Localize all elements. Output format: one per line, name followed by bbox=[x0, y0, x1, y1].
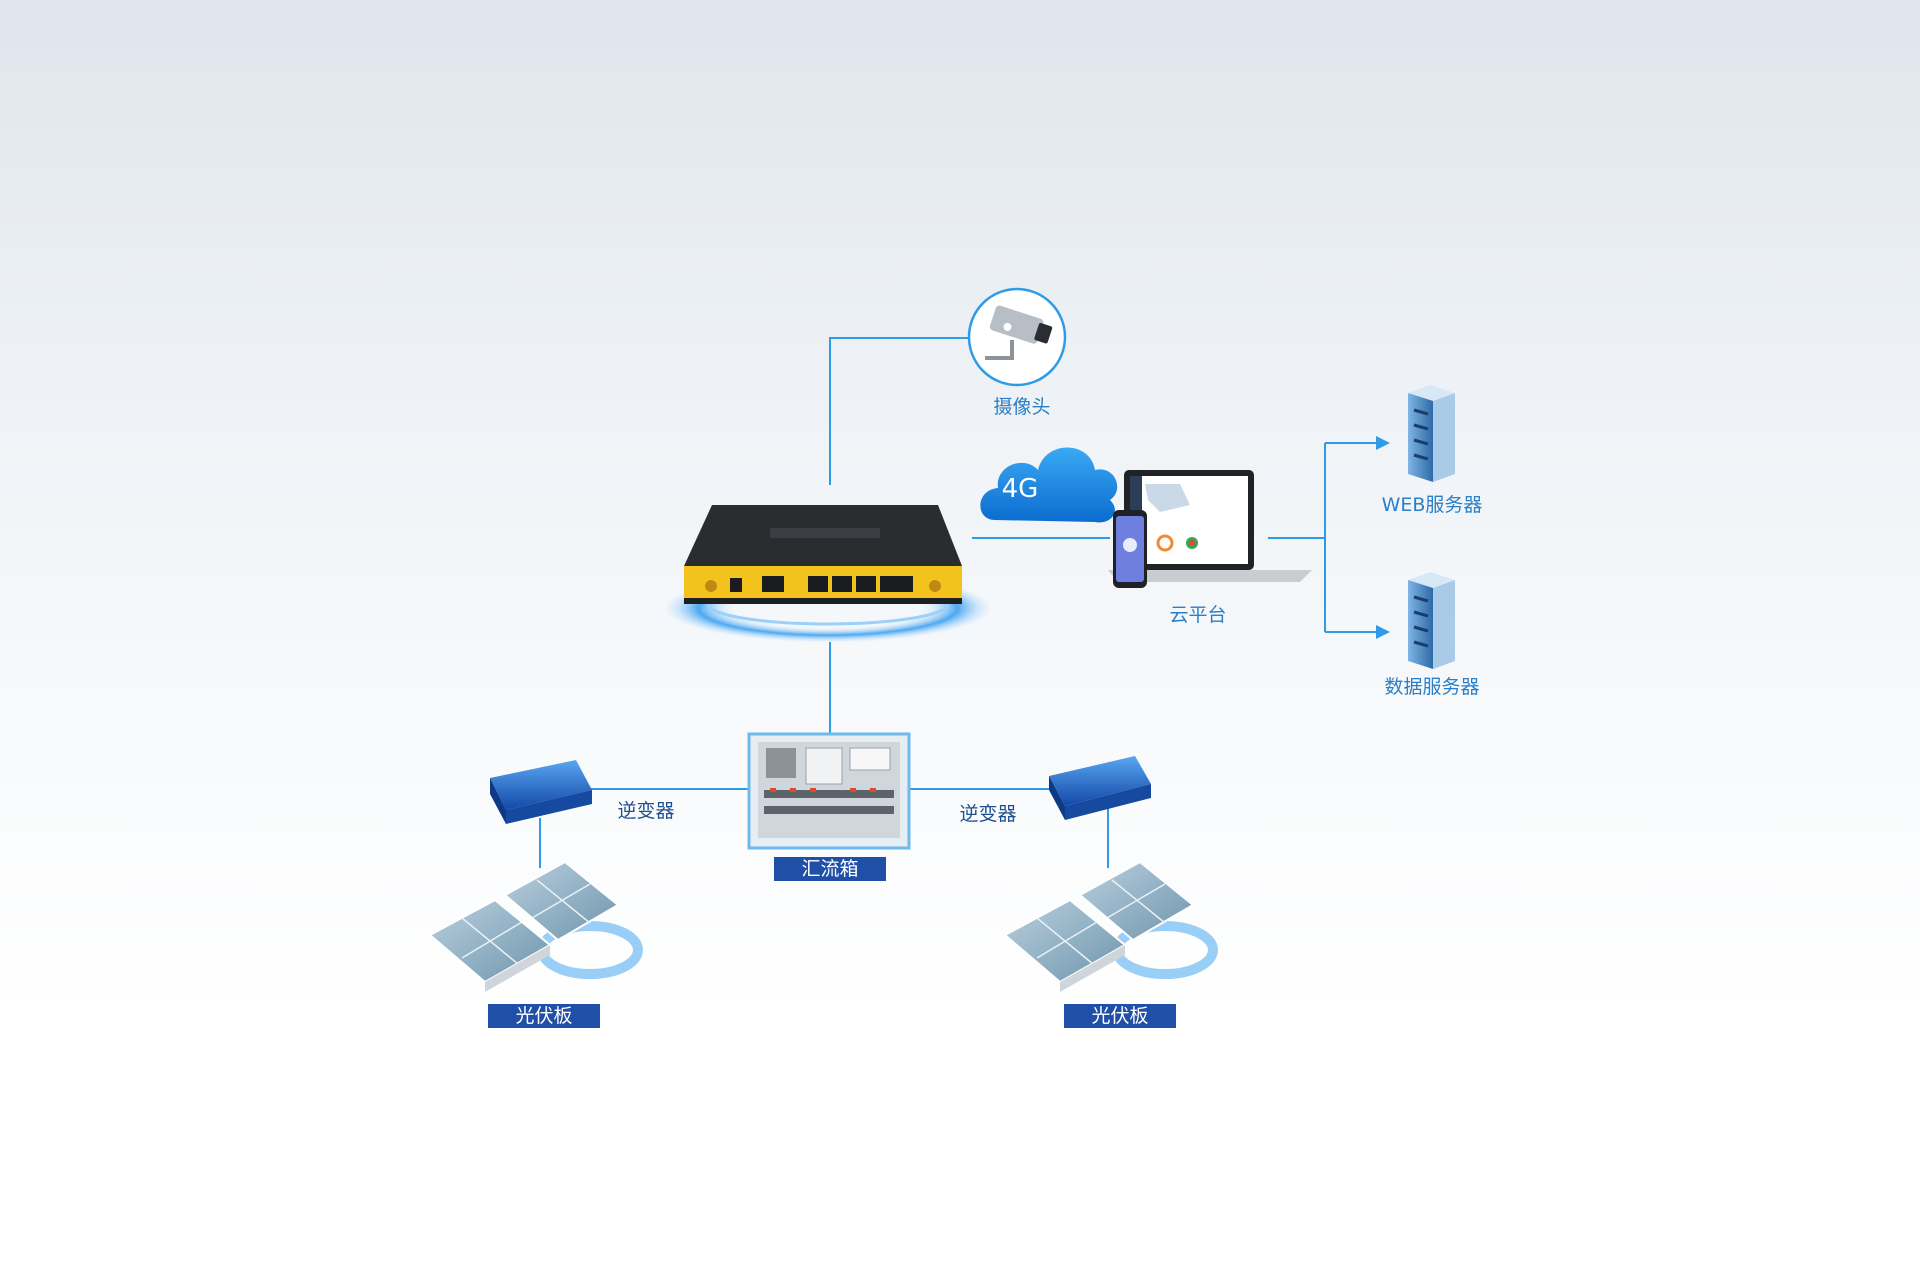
combiner-box-tag: 汇流箱 bbox=[774, 857, 886, 881]
pv-panel-left-tag: 光伏板 bbox=[488, 1004, 600, 1028]
inverter-right-label: 逆变器 bbox=[959, 803, 1017, 825]
server-icon bbox=[1408, 572, 1455, 669]
phone-icon bbox=[1113, 510, 1147, 588]
data-server-label: 数据服务器 bbox=[1384, 676, 1480, 698]
connection-lines bbox=[539, 337, 1390, 868]
cloud-4g-icon bbox=[980, 447, 1118, 523]
camera-icon bbox=[967, 287, 1067, 387]
laptop-icon bbox=[1108, 470, 1312, 582]
router-icon bbox=[666, 505, 990, 642]
camera-label: 摄像头 bbox=[993, 396, 1051, 418]
combiner-box-icon bbox=[747, 732, 911, 850]
web-server-label: WEB服务器 bbox=[1381, 494, 1483, 516]
router-to-camera-line bbox=[829, 337, 968, 485]
inverter-icon bbox=[490, 760, 592, 824]
inverter-icon bbox=[1049, 756, 1151, 820]
server-icon bbox=[1408, 385, 1455, 482]
pv-panel-right-tag: 光伏板 bbox=[1064, 1004, 1176, 1028]
cloud-platform-label: 云平台 bbox=[1169, 604, 1227, 626]
solar-panel-icon bbox=[428, 860, 643, 992]
network-label: 4G bbox=[1001, 474, 1039, 504]
inverter-left-label: 逆变器 bbox=[617, 800, 675, 822]
cloud-to-servers-line bbox=[1268, 443, 1326, 632]
solar-panel-icon bbox=[1003, 860, 1218, 992]
